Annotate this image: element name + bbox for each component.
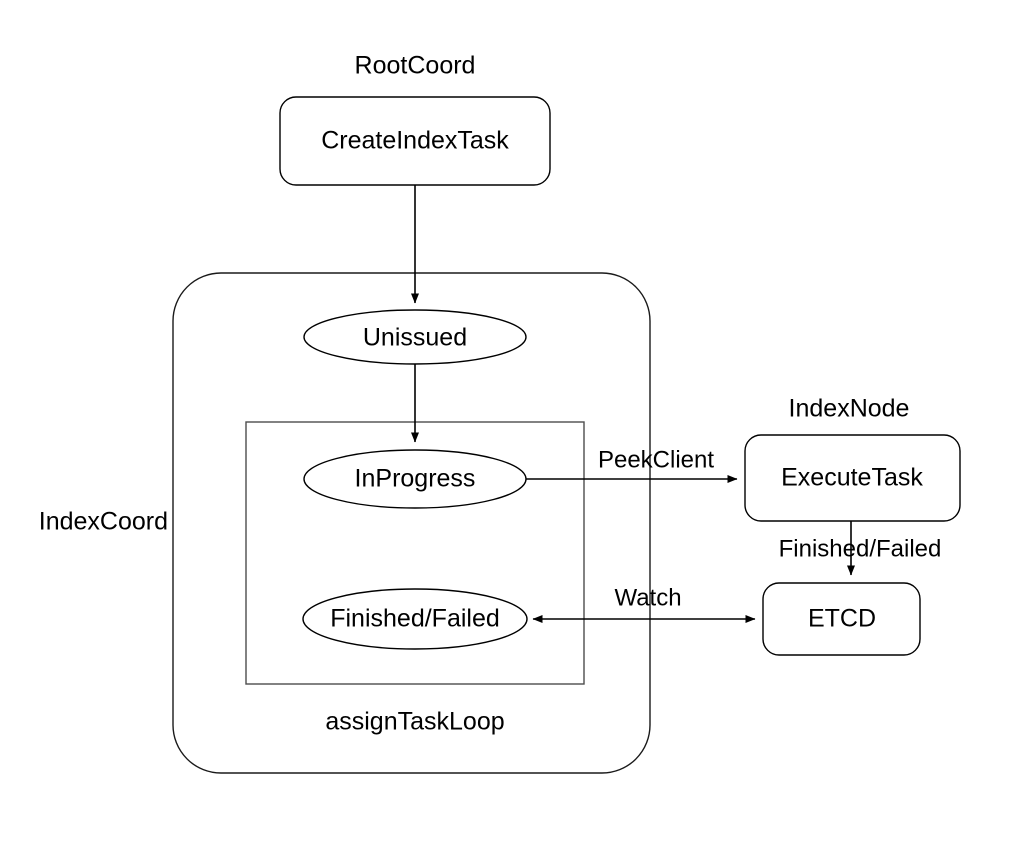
node-label-create-index-task: CreateIndexTask xyxy=(321,127,509,155)
edge-label-watch: Watch xyxy=(614,584,681,611)
node-label-finished-failed-state: Finished/Failed xyxy=(330,605,500,633)
group-label-index-node: IndexNode xyxy=(789,395,910,423)
group-index-coord-box xyxy=(172,272,651,774)
node-etcd[interactable] xyxy=(762,582,921,656)
node-label-in-progress: InProgress xyxy=(355,465,476,493)
group-label-index-coord: IndexCoord xyxy=(39,508,168,536)
node-in-progress[interactable] xyxy=(303,449,527,509)
group-label-assign-task-loop: assignTaskLoop xyxy=(325,708,504,736)
node-execute-task[interactable] xyxy=(744,434,961,522)
node-create-index-task[interactable] xyxy=(279,96,551,186)
node-finished-failed-state[interactable] xyxy=(302,588,528,650)
group-label-root-coord: RootCoord xyxy=(355,52,476,80)
edge-label-peek-client: PeekClient xyxy=(598,446,714,473)
node-unissued[interactable] xyxy=(303,309,527,365)
node-label-unissued: Unissued xyxy=(363,324,467,352)
node-label-execute-task: ExecuteTask xyxy=(781,464,923,492)
node-label-etcd: ETCD xyxy=(808,605,876,633)
edge-label-finished-failed: Finished/Failed xyxy=(779,535,942,562)
